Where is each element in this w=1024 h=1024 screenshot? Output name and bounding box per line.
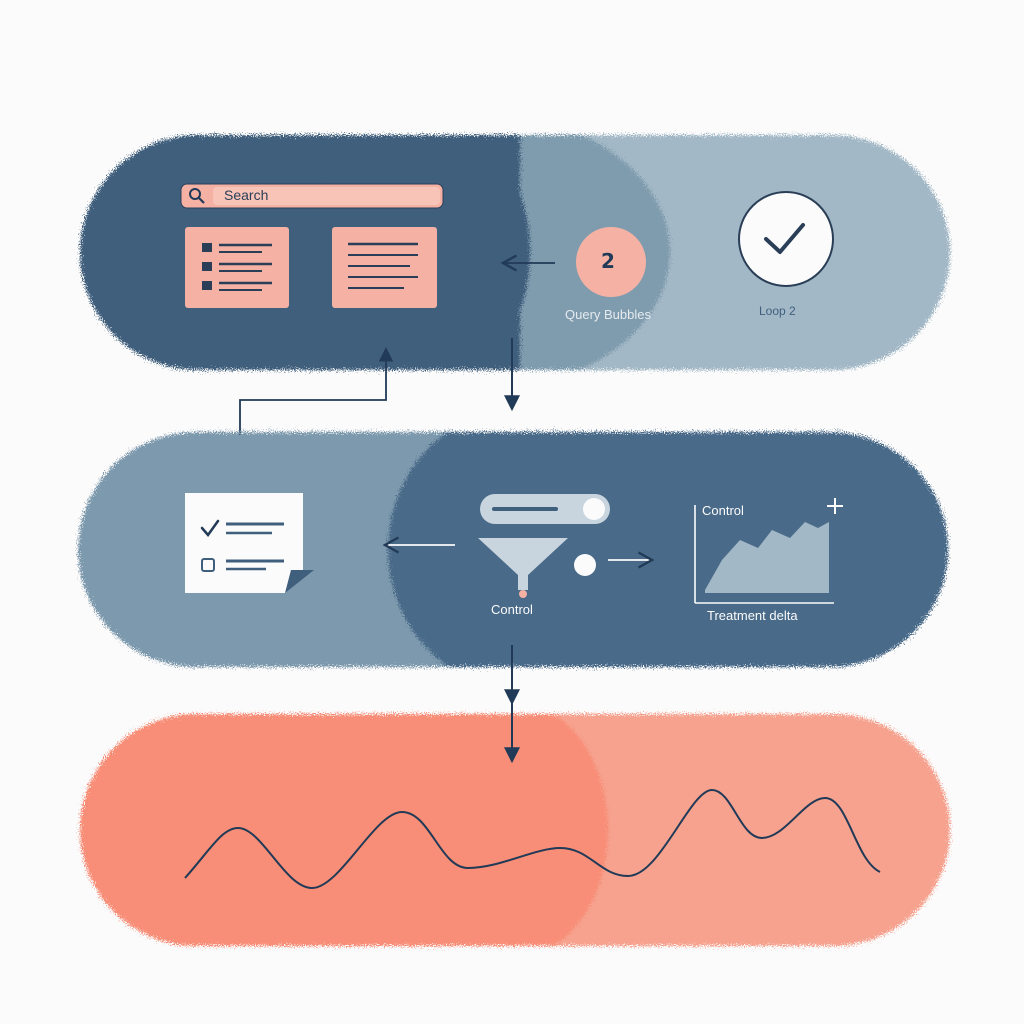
step-bubble <box>576 227 646 297</box>
stage-3-band <box>80 714 950 946</box>
magnifier-icon <box>189 188 205 204</box>
step-number: 2 <box>601 249 615 273</box>
toggle-switch[interactable] <box>480 494 610 524</box>
result-card-text[interactable] <box>332 227 437 308</box>
result-card-list[interactable] <box>185 227 289 308</box>
checkmark-icon <box>738 191 834 287</box>
step-label: Query Bubbles <box>565 307 651 322</box>
flow-dot <box>574 554 596 576</box>
checklist-document-icon <box>185 493 314 593</box>
plus-icon <box>827 498 843 514</box>
search-input[interactable]: Search <box>224 187 269 203</box>
funnel-label: Control <box>491 602 533 617</box>
loop-label: Loop 2 <box>759 304 796 318</box>
delta-chart <box>694 505 834 604</box>
funnel-icon <box>478 538 568 598</box>
signal-wave-icon <box>184 788 881 890</box>
search-bar[interactable] <box>180 183 444 209</box>
loop-back-arrow <box>232 347 394 455</box>
chart-top-label: Control <box>702 503 744 518</box>
chart-bottom-label: Treatment delta <box>707 608 798 623</box>
